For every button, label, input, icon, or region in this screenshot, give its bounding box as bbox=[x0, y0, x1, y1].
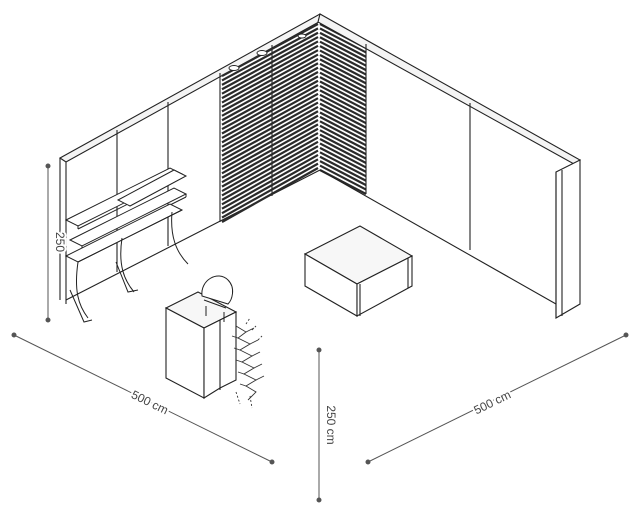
slat bbox=[221, 145, 319, 201]
slat bbox=[221, 149, 319, 206]
shelves bbox=[64, 167, 189, 323]
slat bbox=[319, 71, 367, 98]
slat bbox=[319, 93, 367, 120]
slat bbox=[221, 36, 319, 91]
slat bbox=[221, 105, 319, 162]
dim-line-width-right bbox=[367, 334, 627, 463]
slat bbox=[319, 107, 367, 134]
shelf-support bbox=[75, 261, 89, 319]
slat bbox=[319, 76, 367, 103]
slat bbox=[319, 142, 367, 169]
right-wall bbox=[317, 13, 582, 319]
slat bbox=[221, 79, 319, 135]
slat bbox=[319, 146, 367, 173]
slat bbox=[319, 133, 367, 160]
display-table bbox=[303, 225, 414, 317]
slat bbox=[319, 102, 367, 129]
slat bbox=[221, 66, 319, 122]
dim-label-height-left: 250 bbox=[53, 232, 67, 252]
slat bbox=[221, 57, 319, 113]
slat bbox=[221, 140, 319, 197]
spotlight bbox=[256, 50, 268, 56]
slat bbox=[221, 88, 319, 144]
slat bbox=[221, 123, 319, 179]
slat bbox=[221, 167, 319, 223]
shelf bbox=[116, 169, 188, 207]
slat bbox=[319, 62, 367, 89]
slat bbox=[221, 44, 319, 100]
slat bbox=[319, 155, 367, 182]
slat bbox=[221, 84, 319, 139]
shelf-support bbox=[171, 211, 189, 265]
slat bbox=[319, 58, 367, 85]
slat bbox=[221, 127, 319, 184]
slat bbox=[319, 120, 367, 147]
counter bbox=[164, 291, 238, 399]
slat bbox=[319, 53, 367, 80]
slat bbox=[319, 49, 367, 76]
slatwall-left bbox=[221, 23, 319, 223]
left-wall-top-rail bbox=[58, 13, 328, 163]
dimension-labels: 250 500 cm 250 cm 500 cm bbox=[51, 230, 515, 447]
dim-label-width-right: 500 cm bbox=[471, 387, 513, 417]
slatwall-right bbox=[319, 23, 367, 195]
slat bbox=[221, 162, 319, 219]
slat bbox=[221, 49, 319, 104]
slat bbox=[319, 124, 367, 151]
slat bbox=[221, 53, 319, 108]
slat bbox=[221, 153, 319, 210]
chair-back bbox=[201, 275, 234, 305]
slat bbox=[221, 62, 319, 117]
slat bbox=[319, 67, 367, 94]
slat bbox=[319, 89, 367, 116]
slat bbox=[319, 36, 367, 63]
slat bbox=[221, 132, 319, 188]
slat bbox=[319, 31, 367, 58]
slat bbox=[319, 80, 367, 107]
dim-line-width-left bbox=[13, 334, 273, 463]
slat bbox=[319, 164, 367, 191]
slat bbox=[319, 27, 367, 54]
slat bbox=[221, 158, 319, 215]
slat bbox=[221, 101, 319, 157]
slat bbox=[221, 114, 319, 170]
slat bbox=[221, 40, 319, 95]
slat bbox=[319, 115, 367, 142]
slat bbox=[319, 160, 367, 187]
slat bbox=[221, 110, 319, 166]
slat bbox=[221, 75, 319, 131]
spotlight bbox=[297, 33, 307, 39]
shelf-support bbox=[120, 237, 135, 293]
slat bbox=[319, 111, 367, 138]
slat bbox=[319, 138, 367, 165]
slat bbox=[319, 129, 367, 156]
slat bbox=[319, 45, 367, 72]
slat bbox=[319, 84, 367, 111]
slat bbox=[221, 97, 319, 153]
slat bbox=[221, 31, 319, 86]
dimension-lines bbox=[11, 163, 629, 503]
slat bbox=[319, 151, 367, 178]
display-table-right-face bbox=[356, 255, 413, 317]
slat bbox=[221, 71, 319, 126]
spotlight bbox=[228, 65, 240, 71]
dim-label-height-center: 250 cm bbox=[324, 405, 338, 444]
slat bbox=[319, 40, 367, 67]
slat bbox=[221, 92, 319, 148]
chair bbox=[201, 275, 234, 322]
dim-label-width-left: 500 cm bbox=[129, 387, 171, 417]
plant bbox=[231, 317, 265, 409]
slat bbox=[319, 98, 367, 125]
right-wall-end-cap bbox=[555, 159, 581, 319]
slat bbox=[221, 119, 319, 175]
slat bbox=[221, 136, 319, 192]
spotlights bbox=[228, 33, 307, 71]
